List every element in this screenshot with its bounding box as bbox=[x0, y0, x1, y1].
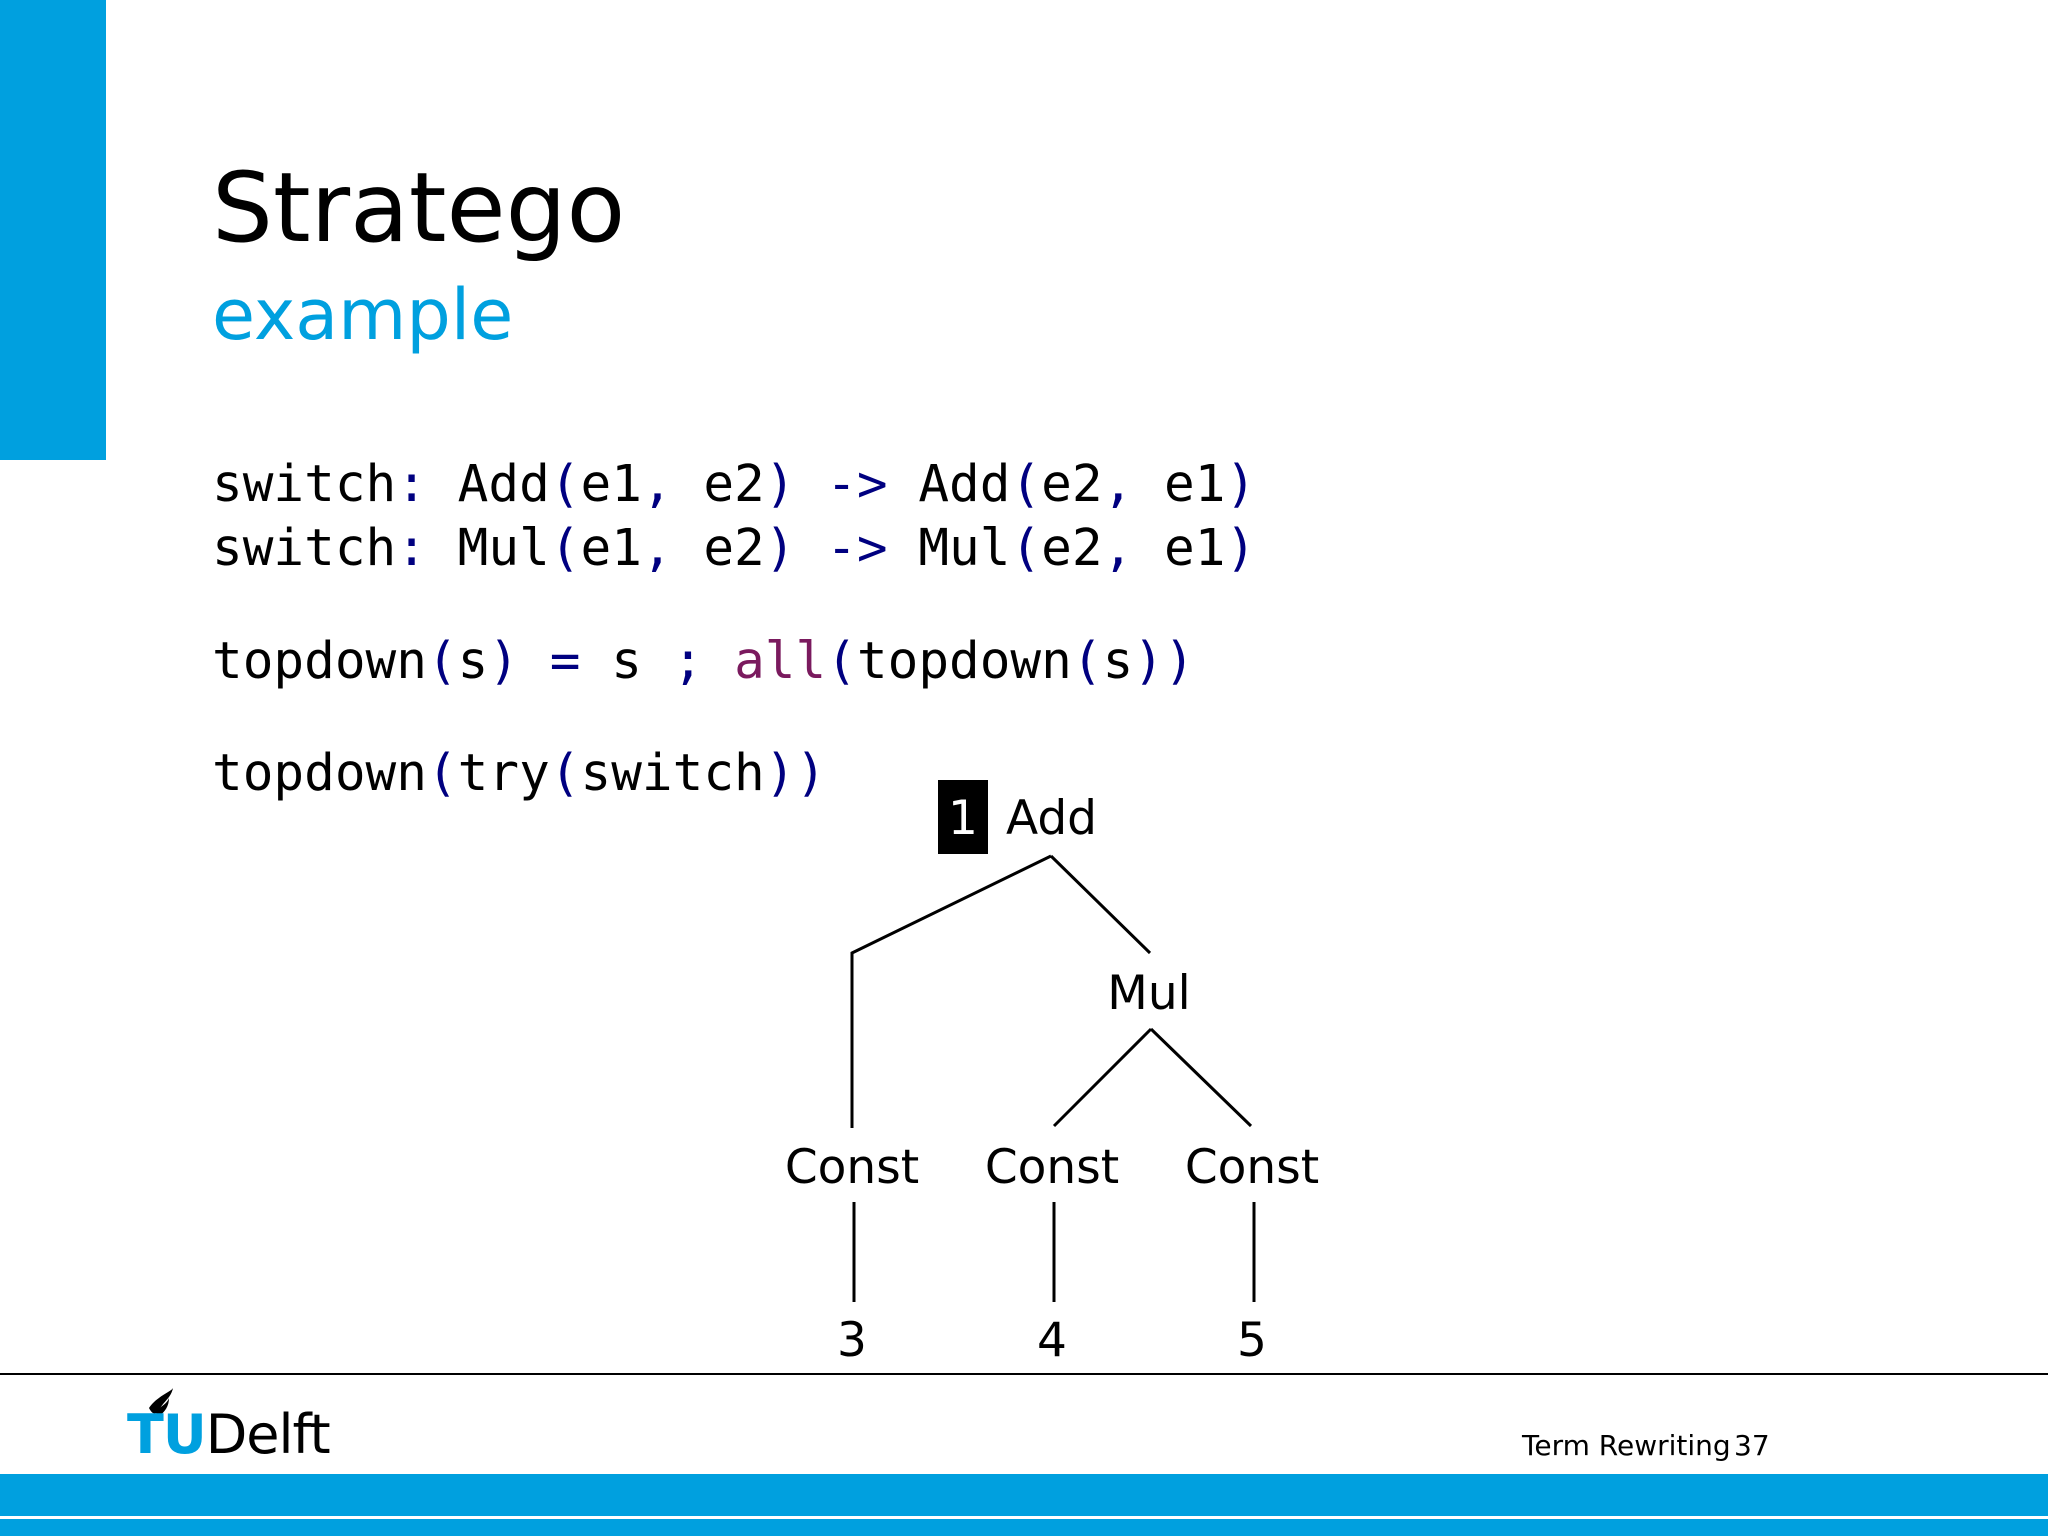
code-token: ( bbox=[426, 744, 458, 803]
code-token: ( bbox=[549, 744, 581, 803]
code-token: e1 bbox=[580, 519, 642, 578]
node-const-right: Const bbox=[1185, 1140, 1319, 1195]
edge-add-mul bbox=[1049, 854, 1152, 955]
node-add: Add bbox=[1006, 791, 1097, 846]
code-line-topdown-def: topdown(s) = s ; all(topdown(s)) bbox=[212, 630, 1195, 694]
code-token: e2 bbox=[1041, 455, 1103, 514]
code-token: Add bbox=[457, 455, 550, 514]
code-token: topdown bbox=[212, 632, 427, 691]
footer-course-title: Term Rewriting bbox=[1522, 1429, 1731, 1462]
step-marker-number: 1 bbox=[948, 791, 978, 846]
code-token: Mul bbox=[918, 519, 1011, 578]
code-token: switch bbox=[212, 519, 397, 578]
code-token: , bbox=[1102, 455, 1164, 514]
code-token: e1 bbox=[1164, 519, 1226, 578]
code-token: : bbox=[396, 455, 458, 514]
slide-subtitle: example bbox=[212, 274, 514, 356]
code-token: e2 bbox=[1041, 519, 1103, 578]
code-token: )) bbox=[764, 744, 827, 803]
leaf-left: 3 bbox=[837, 1313, 867, 1368]
node-mul: Mul bbox=[1107, 966, 1190, 1021]
edge-add-const-left bbox=[850, 854, 1052, 1128]
leaf-mid: 4 bbox=[1037, 1313, 1067, 1368]
code-token: try bbox=[457, 744, 550, 803]
tu-delft-flame-icon bbox=[149, 1388, 173, 1416]
code-token: )) bbox=[1133, 632, 1195, 691]
code-token: e1 bbox=[1164, 455, 1226, 514]
logo-delft: Delft bbox=[205, 1403, 331, 1466]
code-line-invocation: topdown(try(switch)) bbox=[212, 742, 826, 806]
side-accent-bar bbox=[0, 0, 106, 460]
node-const-left: Const bbox=[785, 1140, 919, 1195]
code-token: ( bbox=[426, 632, 458, 691]
code-token: -> bbox=[795, 519, 919, 578]
tree-edges bbox=[850, 854, 1256, 1302]
code-line-switch-mul: switch: Mul(e1, e2) -> Mul(e2, e1) bbox=[212, 517, 1256, 581]
code-token: Add bbox=[918, 455, 1011, 514]
code-token: ( bbox=[826, 632, 857, 691]
code-token: ( bbox=[1010, 455, 1042, 514]
logo-tu: TU bbox=[127, 1403, 207, 1466]
code-token: topdown bbox=[856, 632, 1072, 691]
edge-mul-const-right bbox=[1149, 1027, 1253, 1128]
code-token: , bbox=[641, 455, 704, 514]
code-token: = bbox=[519, 632, 612, 691]
code-token: ) bbox=[764, 455, 796, 514]
page-number: 37 bbox=[1734, 1429, 1770, 1462]
code-token: ) bbox=[488, 632, 520, 691]
code-token: ) bbox=[1225, 519, 1257, 578]
code-token: ) bbox=[1225, 455, 1257, 514]
code-token: Mul bbox=[457, 519, 550, 578]
code-keyword: all bbox=[734, 632, 827, 691]
code-token: ) bbox=[764, 519, 796, 578]
code-token: ( bbox=[549, 455, 581, 514]
code-token: : bbox=[396, 519, 458, 578]
node-const-mid: Const bbox=[985, 1140, 1119, 1195]
tu-delft-logo: TUDelft bbox=[127, 1408, 331, 1462]
step-marker-box bbox=[938, 780, 988, 854]
bottom-accent-bar bbox=[0, 1474, 2048, 1536]
code-token: s bbox=[457, 632, 489, 691]
code-token: e2 bbox=[703, 519, 765, 578]
leaf-right: 5 bbox=[1237, 1313, 1267, 1368]
code-token: switch bbox=[212, 455, 397, 514]
edge-mul-const-mid bbox=[1052, 1027, 1153, 1128]
code-token: topdown bbox=[212, 744, 427, 803]
code-token: s bbox=[611, 632, 642, 691]
code-line-switch-add: switch: Add(e1, e2) -> Add(e2, e1) bbox=[212, 453, 1256, 517]
code-token: , bbox=[641, 519, 704, 578]
code-token: ( bbox=[1071, 632, 1103, 691]
slide-title: Stratego bbox=[212, 152, 626, 264]
code-token: s bbox=[1102, 632, 1134, 691]
footer-divider bbox=[0, 1373, 2048, 1375]
bottom-bar-stripe bbox=[0, 1516, 2048, 1519]
code-token: switch bbox=[580, 744, 765, 803]
code-token: ; bbox=[641, 632, 735, 691]
code-token: ( bbox=[1010, 519, 1042, 578]
code-token: -> bbox=[795, 455, 919, 514]
code-token: ( bbox=[549, 519, 581, 578]
code-token: e1 bbox=[580, 455, 642, 514]
code-token: e2 bbox=[703, 455, 765, 514]
code-token: , bbox=[1102, 519, 1164, 578]
